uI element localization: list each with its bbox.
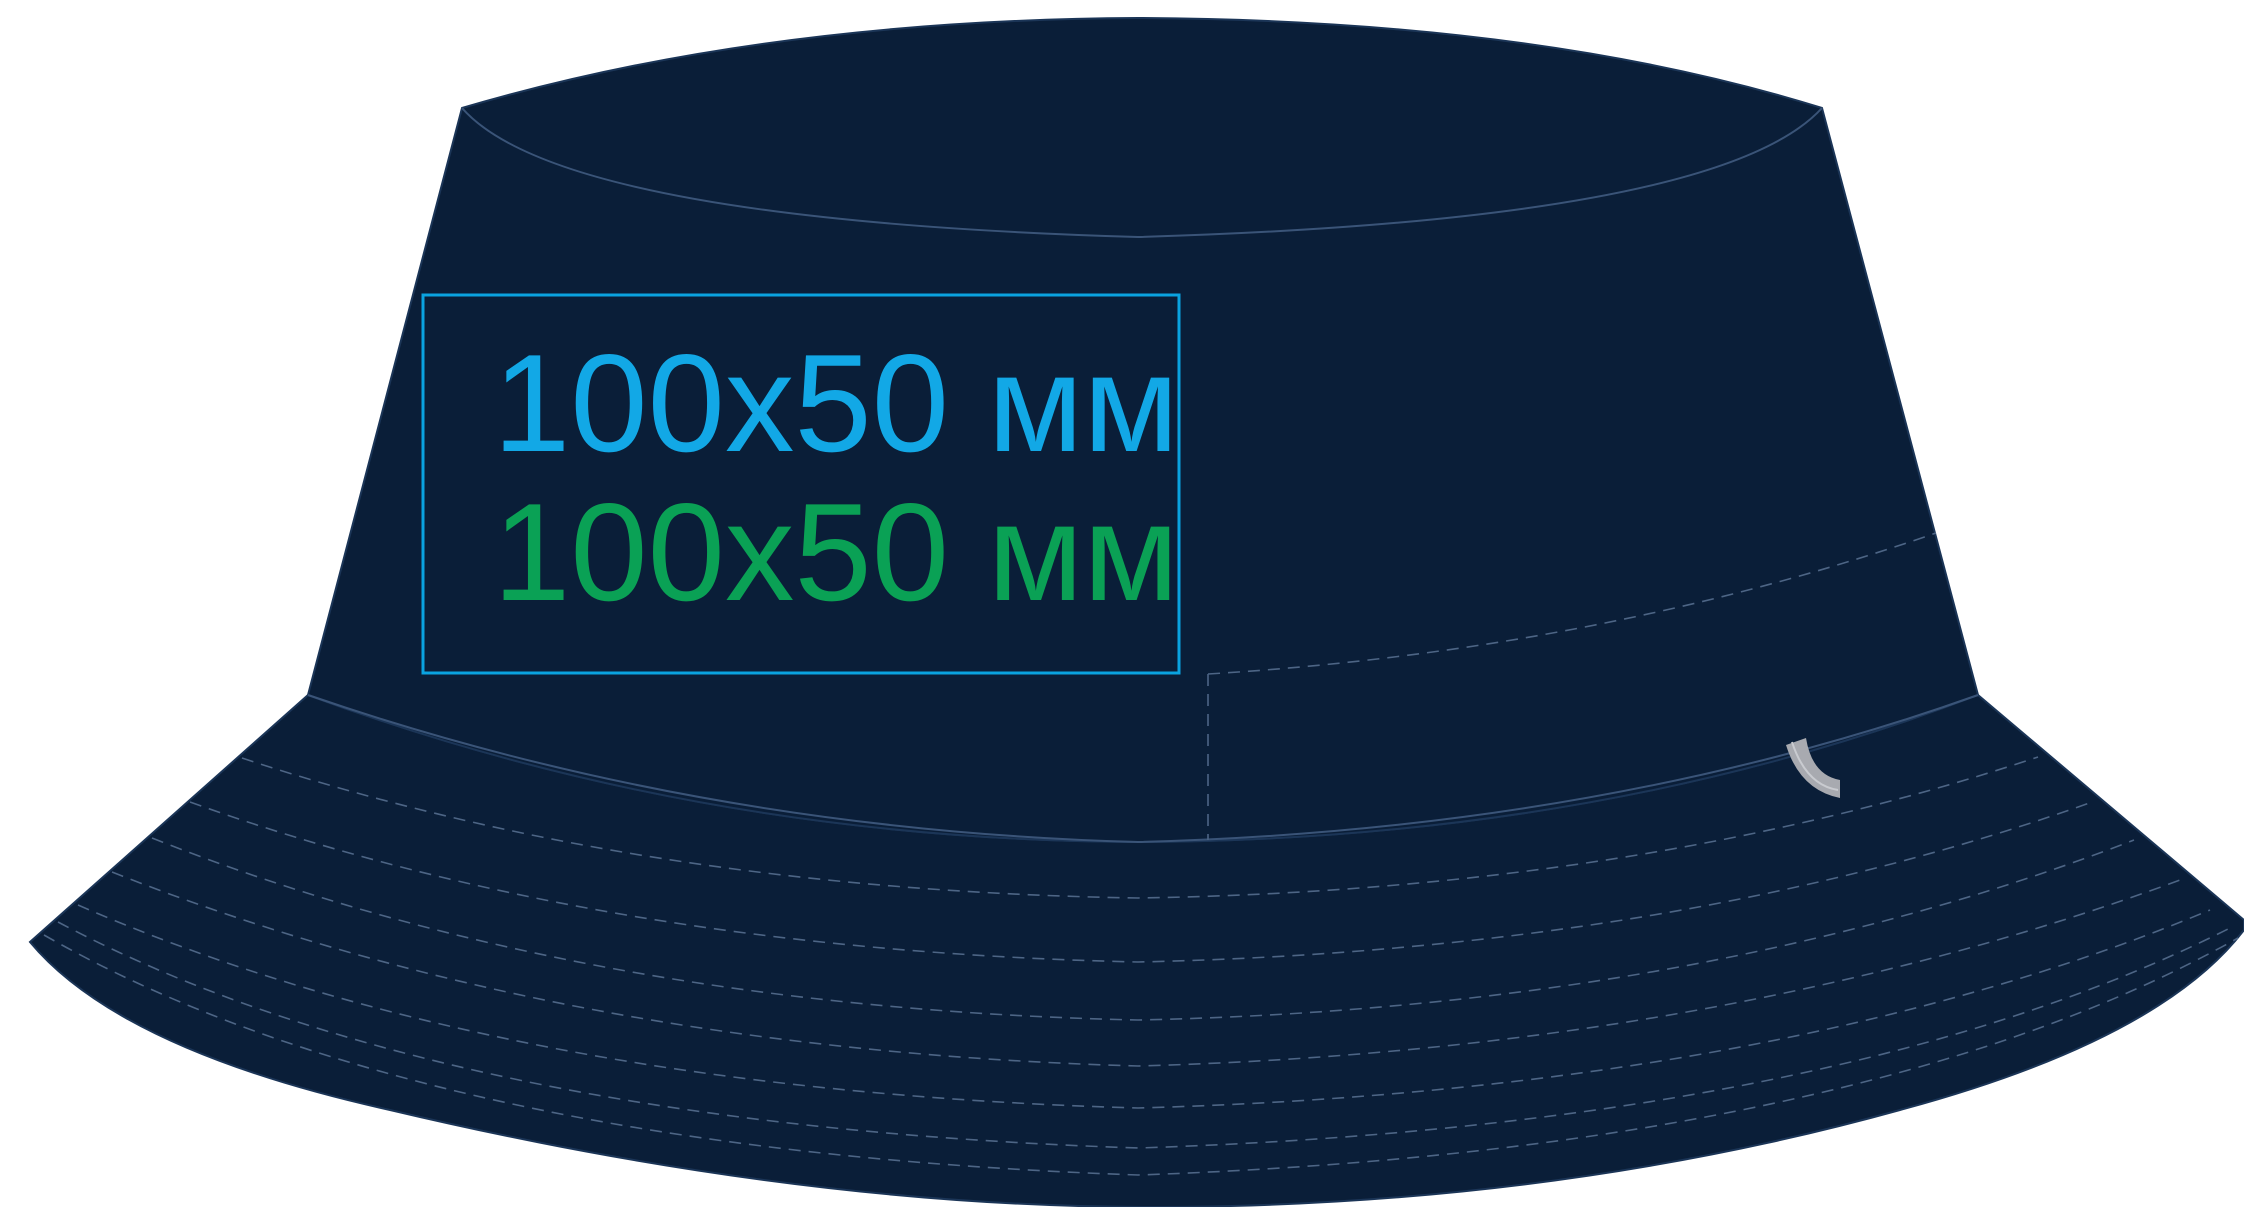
brim-stitching [43,756,2239,1176]
print-area-size-label-secondary: 100x50 мм [493,475,1179,630]
crown-top-edge [461,107,1823,239]
brim-stitch-line [241,756,2039,899]
print-area-size-label-primary: 100x50 мм [493,326,1179,481]
brim-stitch-line [77,904,2211,1109]
loop-tab-edge [1791,741,1839,791]
brim-stitch-line [43,934,2239,1176]
panel-stitch-horizontal [1207,532,1937,675]
brim-stitch-line [189,801,2093,963]
side-panel-stitching [1207,532,1937,840]
hat-crown [306,16,1980,844]
loop-tab-shape [1786,738,1840,798]
print-area-frame [421,293,1181,675]
brim-stitch-line [57,921,2231,1149]
brim-stitch-line [111,871,2181,1067]
loop-tab [1786,738,1840,798]
brim-stitch-line [151,837,2135,1021]
crown-brim-seam [307,694,1979,844]
